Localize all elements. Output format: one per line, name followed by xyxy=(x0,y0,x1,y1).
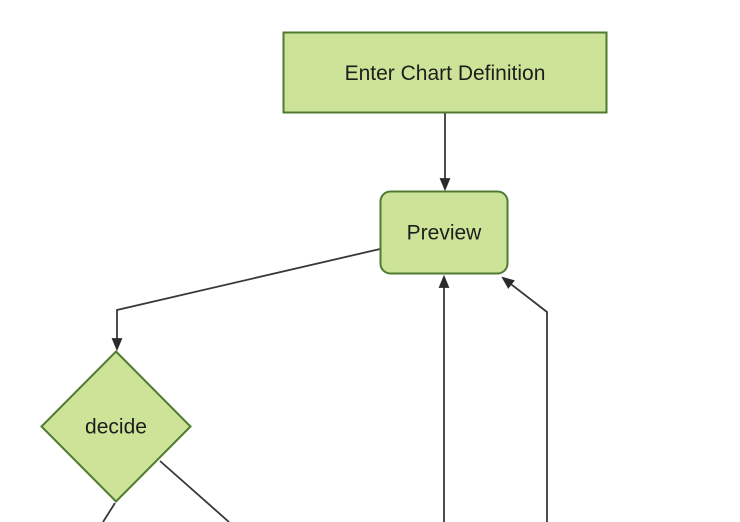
node-decide: decide xyxy=(40,350,192,503)
decide-label: decide xyxy=(85,416,147,439)
node-preview: Preview xyxy=(379,190,509,275)
edge-decide-to-bottom-left xyxy=(102,502,116,522)
node-enter-chart-definition: Enter Chart Definition xyxy=(282,31,608,114)
preview-label: Preview xyxy=(407,222,483,245)
edge-layer xyxy=(102,113,548,522)
enter-chart-definition-label: Enter Chart Definition xyxy=(345,62,546,85)
edge-bottom-right-to-preview xyxy=(501,276,548,522)
enter-chart-definition-rectangle xyxy=(282,31,608,114)
preview-rounded-rectangle xyxy=(379,190,509,275)
edge-preview-to-decide xyxy=(111,248,381,352)
edge-decide-to-bottom-right xyxy=(159,460,230,522)
decide-diamond xyxy=(40,350,192,503)
